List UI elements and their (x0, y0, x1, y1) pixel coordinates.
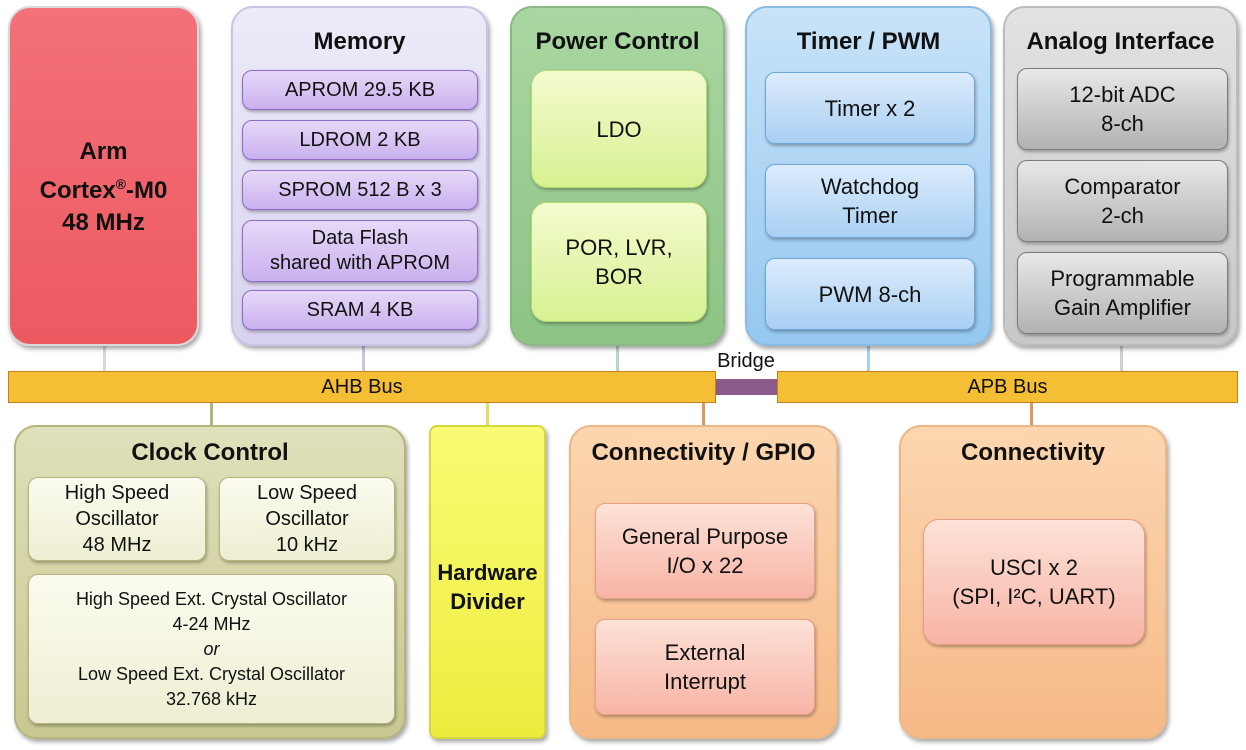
clock-hso-line3: 48 MHz (82, 534, 152, 556)
analog-pga-line1: Programmable (1050, 266, 1195, 291)
gpio-general-purpose-io: General Purpose I/O x 22 (595, 503, 815, 599)
gpio-int-line1: External (664, 640, 746, 665)
memory-connector (362, 340, 365, 372)
analog-comparator: Comparator 2-ch (1017, 160, 1228, 242)
clock-lso-line3: 10 kHz (275, 534, 339, 556)
power-title: Power Control (535, 28, 700, 55)
clock-hso-line2: Oscillator (75, 508, 159, 530)
analog-pga: Programmable Gain Amplifier (1017, 252, 1228, 334)
timer-connector (867, 340, 870, 372)
timer-watchdog-line1: Watchdog (820, 174, 920, 199)
memory-aprom: APROM 29.5 KB (242, 70, 478, 110)
memory-sprom: SPROM 512 B x 3 (242, 170, 478, 210)
memory-data-flash: Data Flash shared with APROM (242, 220, 478, 282)
analog-interface-block: Analog Interface 12-bit ADC 8-ch Compara… (1003, 6, 1238, 346)
divider-line2: Divider (450, 589, 525, 614)
divider-line1: Hardware (437, 560, 538, 585)
bridge-link (716, 379, 778, 395)
gpio-io-line2: I/O x 22 (666, 553, 744, 578)
power-control-block: Power Control LDO POR, LVR, BOR (510, 6, 725, 346)
connectivity-usci: USCI x 2 (SPI, I²C, UART) (923, 519, 1145, 645)
memory-data-flash-line2: shared with APROM (269, 252, 451, 274)
clock-hso: High Speed Oscillator 48 MHz (28, 477, 206, 561)
apb-bus: APB Bus (777, 371, 1238, 403)
gpio-title: Connectivity / GPIO (591, 439, 816, 466)
power-por-line2: BOR (595, 264, 643, 289)
analog-pga-line2: Gain Amplifier (1054, 295, 1191, 320)
power-connector (616, 340, 619, 372)
power-por-lvr-bor: POR, LVR, BOR (531, 202, 707, 322)
memory-block: Memory APROM 29.5 KB LDROM 2 KB SPROM 51… (231, 6, 488, 346)
timer-timer: Timer x 2 (765, 72, 975, 144)
clock-title: Clock Control (131, 439, 289, 466)
analog-adc-line1: 12-bit ADC (1069, 82, 1176, 107)
power-ldo: LDO (531, 70, 707, 188)
timer-watchdog-line2: Timer (842, 203, 898, 228)
analog-title: Analog Interface (1026, 28, 1215, 55)
connectivity-block: Connectivity USCI x 2 (SPI, I²C, UART) (899, 425, 1167, 739)
memory-data-flash-line1: Data Flash (311, 227, 409, 249)
usci-line1: USCI x 2 (989, 555, 1079, 580)
clock-control-block: Clock Control High Speed Oscillator 48 M… (14, 425, 406, 739)
clock-ext-or: or (203, 638, 220, 659)
gpio-int-line2: Interrupt (664, 669, 746, 694)
timer-pwm-block: Timer / PWM Timer x 2 Watchdog Timer PWM… (745, 6, 992, 346)
cpu-label-core: Cortex®-M0 (39, 176, 168, 204)
clock-lso-line2: Oscillator (265, 508, 349, 530)
divider-connector (486, 400, 489, 430)
clock-ext-line4: Low Speed Ext. Crystal Oscillator (77, 663, 346, 684)
memory-sram: SRAM 4 KB (242, 290, 478, 330)
usci-line2: (SPI, I²C, UART) (952, 584, 1116, 609)
clock-lso-line1: Low Speed (256, 482, 358, 504)
memory-title: Memory (313, 28, 406, 55)
gpio-io-line1: General Purpose (621, 524, 789, 549)
clock-connector (210, 400, 213, 430)
connectivity-gpio-block: Connectivity / GPIO General Purpose I/O … (569, 425, 838, 739)
ahb-bus: AHB Bus (8, 371, 716, 403)
gpio-external-interrupt: External Interrupt (595, 619, 815, 715)
analog-comparator-line2: 2-ch (1101, 203, 1144, 228)
timer-watchdog: Watchdog Timer (765, 164, 975, 238)
hardware-divider-block: Hardware Divider (429, 425, 546, 739)
analog-connector (1120, 340, 1123, 372)
cpu-label-freq: 48 MHz (62, 209, 145, 236)
connectivity-title: Connectivity (960, 439, 1106, 466)
clock-ext-line1: High Speed Ext. Crystal Oscillator (75, 588, 348, 609)
clock-ext-crystal: High Speed Ext. Crystal Oscillator 4-24 … (28, 574, 395, 724)
bridge-label: Bridge (717, 350, 775, 372)
memory-ldrom: LDROM 2 KB (242, 120, 478, 160)
clock-lso: Low Speed Oscillator 10 kHz (219, 477, 395, 561)
gpio-connector (702, 400, 705, 430)
clock-ext-line2: 4-24 MHz (172, 613, 251, 634)
timer-title: Timer / PWM (796, 28, 941, 55)
clock-ext-line5: 32.768 kHz (165, 688, 258, 709)
analog-comparator-line1: Comparator (1064, 174, 1181, 199)
analog-adc-line2: 8-ch (1101, 111, 1144, 136)
analog-adc: 12-bit ADC 8-ch (1017, 68, 1228, 150)
power-por-line1: POR, LVR, (565, 235, 673, 260)
cpu-label-arm: Arm (79, 138, 128, 165)
cpu-block: Arm Cortex®-M0 48 MHz (8, 6, 199, 346)
cpu-connector (103, 340, 106, 372)
connectivity-connector (1030, 400, 1033, 430)
clock-hso-line1: High Speed (64, 482, 170, 504)
timer-pwm: PWM 8-ch (765, 258, 975, 330)
